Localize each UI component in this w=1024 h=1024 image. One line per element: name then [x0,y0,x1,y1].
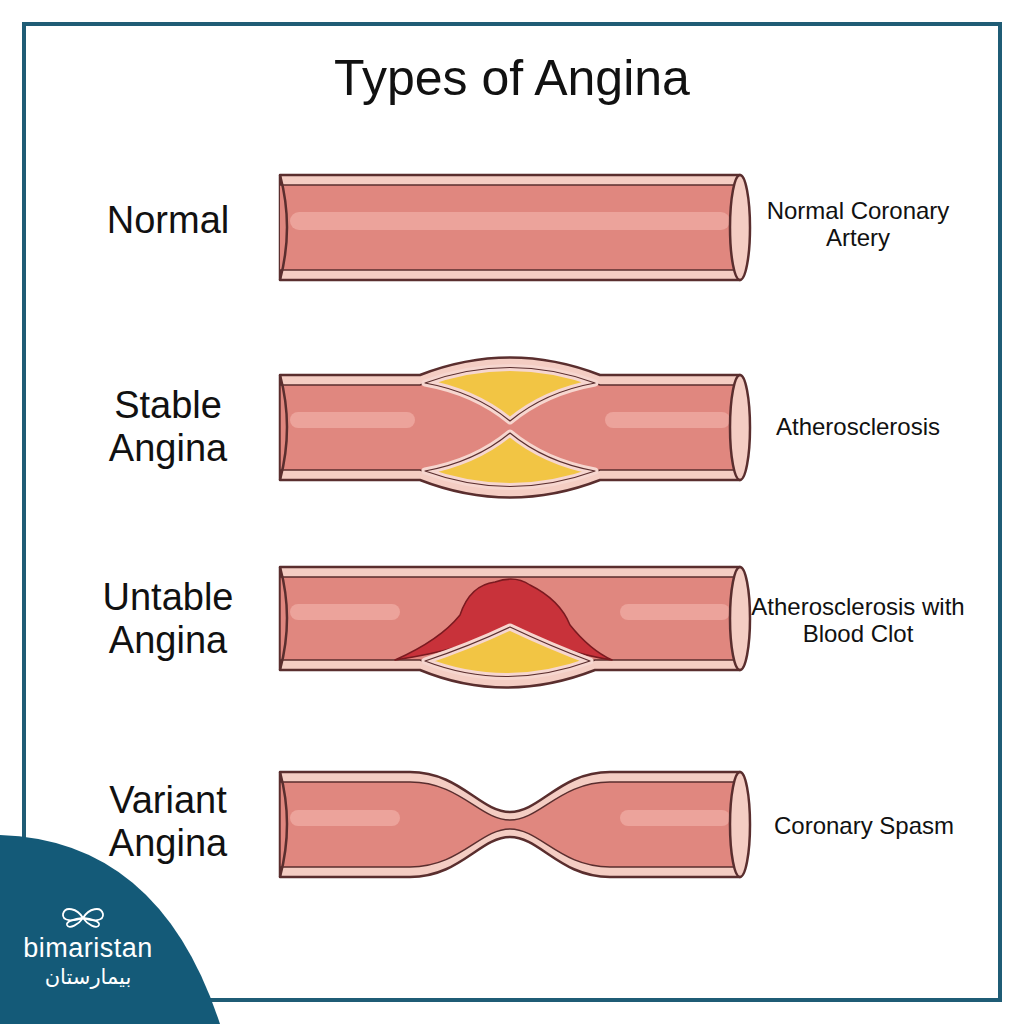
artery-caption: Normal Coronary Artery [751,198,966,252]
row-label: Normal [63,199,273,242]
logo-mark: bimaristanبيمارستان [8,932,168,990]
logo-wordmark: bimaristan [8,932,168,964]
logo-wordmark-arabic: بيمارستان [8,964,168,989]
row-label: Untable Angina [63,576,273,661]
artery-caption: Atherosclerosis [751,414,966,441]
artery-caption: Coronary Spasm [757,813,972,840]
row-label: Variant Angina [63,779,273,864]
artery-caption: Atherosclerosis with Blood Clot [751,594,966,648]
diagram-title: Types of Angina [0,50,1024,106]
row-label: Stable Angina [63,384,273,469]
logo-icon [63,909,103,927]
